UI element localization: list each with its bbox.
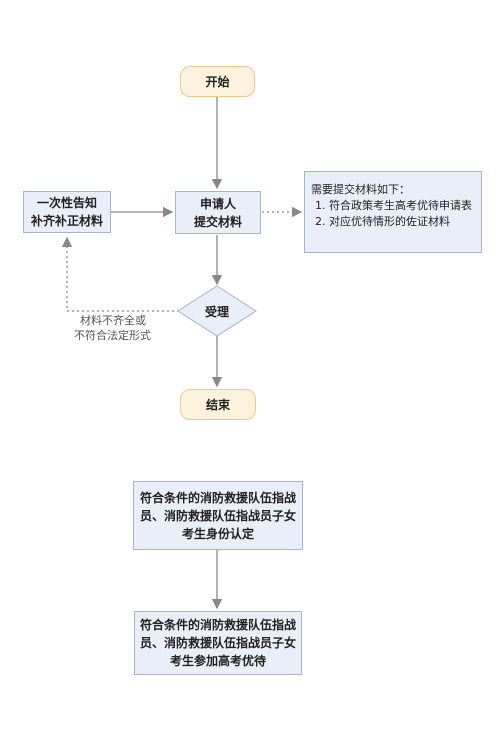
benefit-label-line3: 考生参加高考优待 bbox=[169, 654, 266, 668]
certify-label-line2: 员、消防救援队伍指战员子女 bbox=[139, 508, 296, 523]
materials-note: 需要提交材料如下： 1. 符合政策考生高考优待申请表 2. 对应优待情形的佐证材… bbox=[304, 171, 482, 253]
start-label: 开始 bbox=[205, 74, 230, 89]
rejection-edge-label: 材料不齐全或 不符合法定形式 bbox=[74, 313, 151, 343]
arrow-accept-to-supplement bbox=[61, 236, 179, 312]
start-node: 开始 bbox=[180, 66, 255, 97]
supplement-label-line2: 补齐补正材料 bbox=[30, 214, 103, 228]
certify-node: 符合条件的消防救援队伍指战 员、消防救援队伍指战员子女 考生身份认定 bbox=[133, 481, 303, 550]
apply-node: 申请人 提交材料 bbox=[175, 191, 261, 234]
materials-note-item: 1. 符合政策考生高考优待申请表 bbox=[315, 199, 472, 212]
end-node: 结束 bbox=[180, 389, 256, 420]
accept-decision-shape bbox=[177, 285, 257, 337]
benefit-label-line2: 员、消防救援队伍指战员子女 bbox=[139, 636, 296, 650]
supplement-node: 一次性告知 补齐补正材料 bbox=[23, 191, 111, 233]
apply-label-line2: 提交材料 bbox=[193, 214, 242, 229]
end-label: 结束 bbox=[205, 397, 230, 412]
rejection-label-line2: 不符合法定形式 bbox=[74, 329, 151, 342]
certify-label-line3: 考生身份认定 bbox=[181, 526, 254, 541]
benefit-node: 符合条件的消防救援队伍指战 员、消防救援队伍指战员子女 考生参加高考优待 bbox=[134, 611, 302, 675]
accept-label: 受理 bbox=[204, 305, 229, 319]
apply-label-line1: 申请人 bbox=[199, 196, 236, 211]
materials-note-item: 2. 对应优待情形的佐证材料 bbox=[315, 215, 450, 228]
certify-label-line1: 符合条件的消防救援队伍指战 bbox=[139, 490, 296, 505]
benefit-label-line1: 符合条件的消防救援队伍指战 bbox=[139, 618, 296, 632]
materials-note-title: 需要提交材料如下： bbox=[311, 183, 410, 196]
rejection-label-line1: 材料不齐全或 bbox=[80, 314, 146, 327]
supplement-label-line1: 一次性告知 bbox=[36, 196, 97, 210]
